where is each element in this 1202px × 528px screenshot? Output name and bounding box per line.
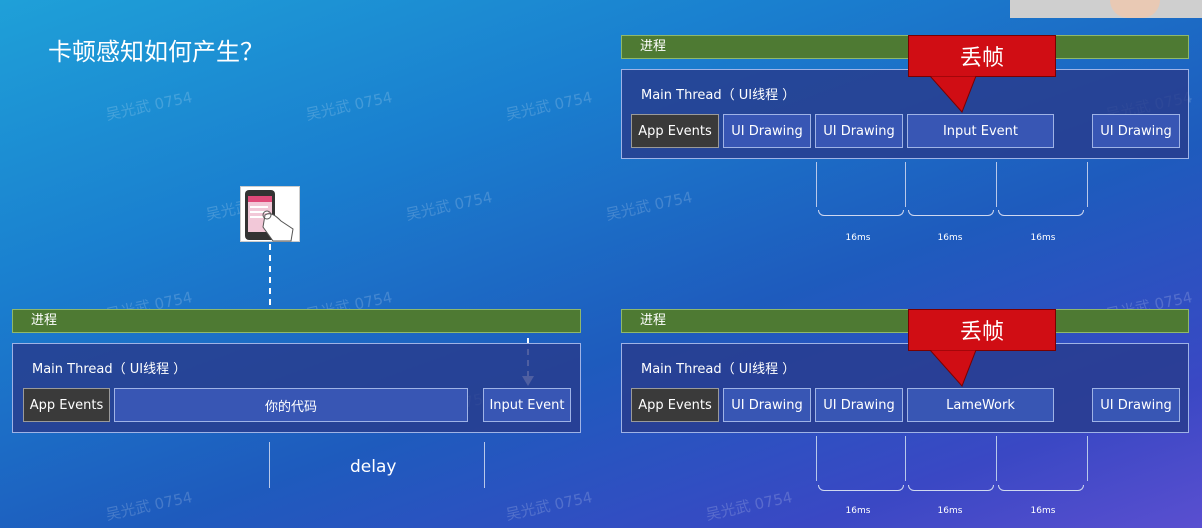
your-code-box: 你的代码 xyxy=(114,388,468,422)
process-bar: 进程 xyxy=(621,309,1189,333)
frame-tick xyxy=(816,436,817,481)
watermark: 吴光武 0754 xyxy=(304,88,394,124)
watermark: 吴光武 0754 xyxy=(504,488,594,524)
watermark: 吴光武 0754 xyxy=(104,88,194,124)
frame-time-label: 16ms xyxy=(845,233,871,243)
watermark: 吴光武 0754 xyxy=(504,88,594,124)
webcam-thumbnail xyxy=(1010,0,1202,18)
main-thread-label: Main Thread（ UI线程 ） xyxy=(32,362,187,377)
ui-drawing-box: UI Drawing xyxy=(815,388,903,422)
frame-brace xyxy=(818,485,904,491)
ui-drawing-box: UI Drawing xyxy=(815,114,903,148)
frame-time-label: 16ms xyxy=(1030,506,1056,516)
watermark: 吴光武 0754 xyxy=(104,488,194,524)
frame-tick xyxy=(996,162,997,207)
touch-phone-icon xyxy=(240,186,300,242)
frame-time-label: 16ms xyxy=(845,506,871,516)
ui-drawing-box: UI Drawing xyxy=(1092,388,1180,422)
frame-brace xyxy=(908,485,994,491)
input-event-box: Input Event xyxy=(907,114,1054,148)
ui-drawing-box: UI Drawing xyxy=(723,114,811,148)
frame-time-label: 16ms xyxy=(937,233,963,243)
process-bar: 进程 xyxy=(621,35,1189,59)
app-events-box: App Events xyxy=(631,114,719,148)
main-thread-label: Main Thread（ UI线程 ） xyxy=(641,362,796,377)
drop-frame-callout: 丢帧 xyxy=(908,35,1056,77)
delay-marker-end xyxy=(484,442,485,488)
input-event-box: Input Event xyxy=(483,388,571,422)
frame-time-label: 16ms xyxy=(937,506,963,516)
frame-time-label: 16ms xyxy=(1030,233,1056,243)
app-events-box: App Events xyxy=(23,388,110,422)
frame-brace xyxy=(998,210,1084,216)
process-bar: 进程 xyxy=(12,309,581,333)
drop-frame-label: 丢帧 xyxy=(959,320,1004,345)
lamework-box: LameWork xyxy=(907,388,1054,422)
frame-tick xyxy=(905,162,906,207)
watermark: 吴光武 0754 xyxy=(704,488,794,524)
frame-brace xyxy=(908,210,994,216)
ui-drawing-box: UI Drawing xyxy=(723,388,811,422)
callout-pointer xyxy=(930,350,977,387)
frame-brace xyxy=(998,485,1084,491)
watermark: 吴光武 0754 xyxy=(404,188,494,224)
frame-tick xyxy=(996,436,997,481)
drop-frame-callout: 丢帧 xyxy=(908,309,1056,351)
frame-tick xyxy=(905,436,906,481)
app-events-box: App Events xyxy=(631,388,719,422)
main-thread-label: Main Thread（ UI线程 ） xyxy=(641,88,796,103)
delay-marker-start xyxy=(269,442,270,488)
slide-title: 卡顿感知如何产生？ xyxy=(48,38,264,66)
watermark: 吴光武 0754 xyxy=(604,188,694,224)
frame-tick xyxy=(1087,162,1088,207)
frame-brace xyxy=(818,210,904,216)
delay-label: delay xyxy=(350,457,397,477)
ui-drawing-box: UI Drawing xyxy=(1092,114,1180,148)
drop-frame-label: 丢帧 xyxy=(959,46,1004,71)
frame-tick xyxy=(1087,436,1088,481)
frame-tick xyxy=(816,162,817,207)
callout-pointer xyxy=(930,76,977,113)
